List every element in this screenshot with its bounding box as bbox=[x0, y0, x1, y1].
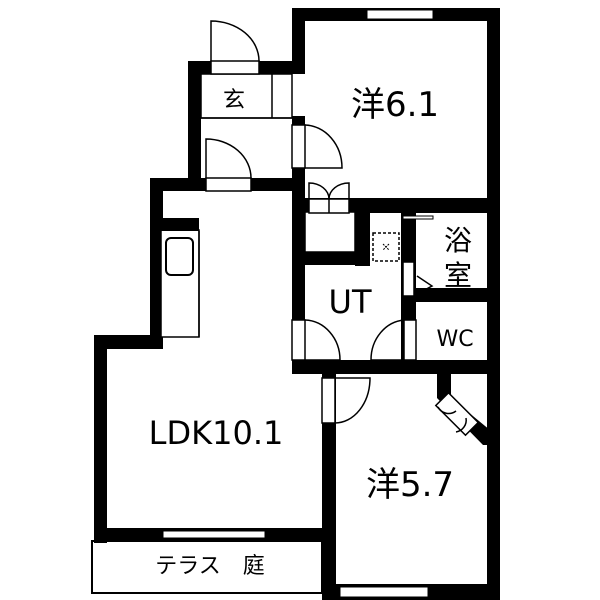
window bbox=[366, 9, 434, 20]
kitchen-sink-icon bbox=[165, 237, 194, 276]
entrance-inner-door-swing-icon[interactable] bbox=[205, 138, 252, 179]
wall-segment bbox=[94, 335, 163, 349]
window bbox=[162, 530, 266, 539]
wall-segment bbox=[292, 116, 305, 371]
room1-door-swing-icon[interactable] bbox=[304, 124, 343, 169]
wall-segment bbox=[355, 198, 370, 266]
wall-segment bbox=[292, 360, 500, 374]
room2-door-frame bbox=[321, 377, 336, 424]
walls bbox=[94, 8, 500, 600]
closet-interior bbox=[304, 211, 356, 253]
wall-segment bbox=[305, 250, 365, 265]
utility-door-swing-icon[interactable] bbox=[304, 319, 341, 361]
wall-segment bbox=[487, 198, 500, 458]
room-label-utility: UT bbox=[328, 283, 372, 321]
wall-segment bbox=[188, 61, 201, 191]
diagonal-closet-swing-icon bbox=[437, 406, 467, 433]
wall-segment bbox=[487, 420, 500, 600]
entrance-floor-outline bbox=[200, 73, 293, 119]
wc-door-frame bbox=[403, 319, 417, 361]
washer-pan-icon bbox=[372, 232, 400, 262]
bath-door-jamb bbox=[402, 261, 415, 297]
diagonal-closet-doors bbox=[434, 391, 480, 437]
room-label-western-1: 洋6.1 bbox=[350, 85, 440, 125]
wall-segment bbox=[487, 8, 500, 211]
room2-door-swing-icon[interactable] bbox=[334, 377, 371, 424]
bath-entry-arrow-icon bbox=[416, 275, 434, 295]
entrance-inner-door-frame bbox=[205, 177, 252, 192]
room1-door-frame bbox=[291, 124, 306, 169]
windows bbox=[162, 9, 434, 598]
room-label-toilet: WC bbox=[436, 327, 474, 352]
wall-segment bbox=[401, 288, 500, 302]
bathroom-label-line-2: 室 bbox=[443, 259, 473, 292]
fixtures bbox=[91, 73, 496, 594]
room-label-entrance: 玄 bbox=[222, 88, 246, 113]
utility-door-frame bbox=[291, 319, 306, 361]
wall-segment bbox=[322, 374, 336, 600]
wall-segment bbox=[305, 198, 500, 213]
bathroom-label-line-1: 浴 bbox=[443, 224, 473, 257]
washer-drain-x-icon bbox=[382, 243, 390, 251]
window bbox=[402, 215, 434, 220]
wall-segment bbox=[292, 8, 305, 70]
room-label-ldk: LDK10.1 bbox=[148, 414, 284, 452]
terrace-outline bbox=[91, 540, 323, 594]
wall-segment bbox=[94, 335, 107, 543]
room-label-western-2: 洋5.7 bbox=[365, 465, 455, 505]
room-label-terrace: テラス 庭 bbox=[155, 554, 265, 579]
kitchen-counter-top-wall bbox=[150, 218, 199, 231]
window bbox=[339, 586, 429, 598]
closet-door-swing-icon bbox=[308, 182, 350, 200]
front-door-frame bbox=[210, 60, 260, 75]
doors bbox=[201, 20, 417, 424]
room-label-bathroom: 浴 室 bbox=[444, 223, 472, 293]
wc-door-swing-icon[interactable] bbox=[370, 319, 405, 361]
front-door-swing-icon[interactable] bbox=[210, 20, 260, 62]
